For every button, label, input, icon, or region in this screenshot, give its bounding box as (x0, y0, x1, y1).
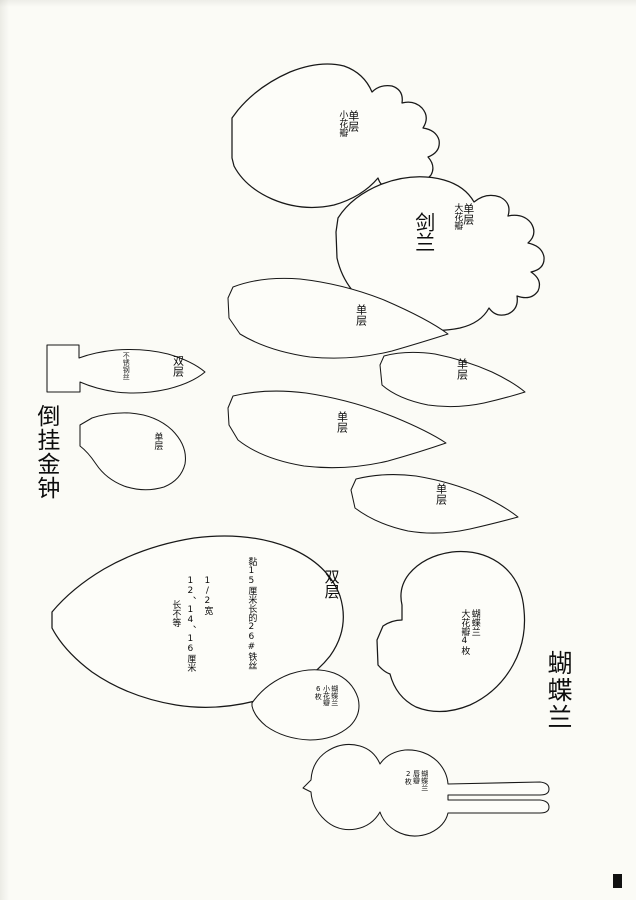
shape-leaf-1 (227, 277, 449, 359)
big-double-leaf-width-note: 1/2宽 (202, 576, 213, 615)
label-group-phal-lip: 蝴蝶兰 唇瓣 2枚 (404, 770, 429, 791)
big-double-leaf-length-note: 12、14、16厘米 (185, 576, 196, 672)
shape-leaf-3 (227, 390, 447, 469)
shape-fuchsia-single (79, 412, 186, 491)
leaf-3-layer-label: 单层 (335, 411, 349, 433)
fuchsia-single-layer-label: 单层 (152, 432, 163, 450)
label-group-phal-large-petal: 蝴蝶兰 大花瓣4枚 (459, 609, 479, 655)
phal-lip-flower-name: 蝴蝶兰 (420, 770, 429, 791)
fuchsia-title: 倒挂金钟 (32, 404, 59, 500)
label-group-phal-small-petal: 蝴蝶兰 小花瓣 6枚 (314, 685, 339, 706)
shape-leaf-4 (350, 474, 519, 534)
leaf-1-layer-label: 单层 (354, 304, 368, 326)
big-double-leaf-wire-note: 黏15厘米长的26#铁丝 (246, 557, 257, 670)
phal-lip-part-label: 唇瓣 (412, 770, 421, 784)
gladiolus-small-petal-layer-label: 单层 (346, 110, 360, 132)
big-double-leaf-length-note-2: 长不等 (170, 600, 181, 627)
label-group-gladiolus-small-petal: 单层 小花瓣 (337, 110, 359, 137)
gladiolus-small-petal-part-label: 小花瓣 (337, 110, 348, 137)
label-group-gladiolus-large-petal: 单层 大花瓣 (452, 203, 474, 230)
leaf-4-layer-label: 单层 (434, 483, 448, 505)
shape-gladiolus-large-petal (335, 176, 545, 332)
phal-small-petal-part-label: 小花瓣 (322, 685, 331, 706)
shape-leaf-2 (379, 351, 526, 408)
shape-big-double-leaf (51, 535, 344, 708)
shape-gladiolus-small-petal (231, 63, 440, 209)
gladiolus-large-petal-layer-label: 单层 (461, 203, 475, 225)
shape-phal-lip (302, 743, 550, 837)
big-double-leaf-layer-label: 双层 (322, 569, 341, 599)
phal-small-petal-flower-name: 蝴蝶兰 (330, 685, 339, 706)
shape-phal-small-petal (251, 669, 360, 741)
shape-phal-large-petal (376, 550, 526, 713)
scan-corner-mark (613, 874, 622, 888)
phalaenopsis-title: 蝴蝶兰 (544, 650, 573, 731)
phal-lip-count-label: 2枚 (404, 770, 413, 785)
fuchsia-double-layer-label: 双层 (171, 355, 185, 377)
gladiolus-large-petal-part-label: 大花瓣 (452, 203, 463, 230)
phal-large-petal-part-label: 大花瓣4枚 (459, 609, 470, 655)
shape-fuchsia-double (46, 344, 206, 394)
leaf-2-layer-label: 单层 (455, 358, 469, 380)
gladiolus-flower-name: 剑兰 (411, 212, 436, 252)
phal-small-petal-count-label: 6枚 (314, 685, 323, 700)
fuchsia-double-material-note: 不锈钢丝 (122, 352, 131, 380)
phal-large-petal-flower-name: 蝴蝶兰 (469, 609, 480, 636)
